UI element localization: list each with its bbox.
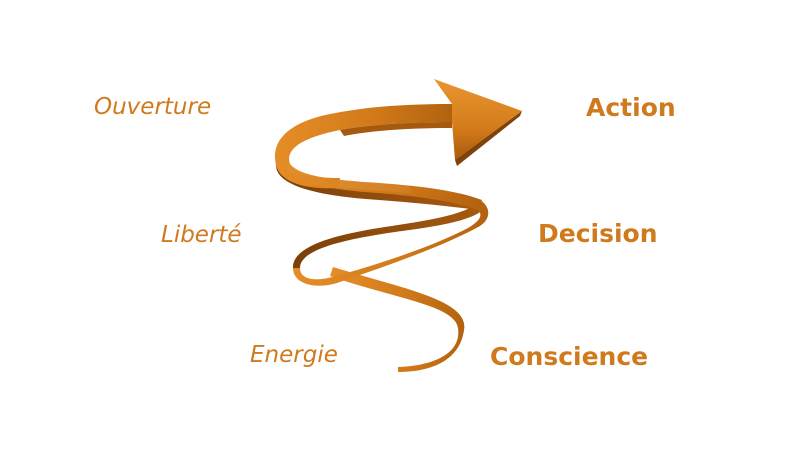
label-energie: Energie (250, 342, 338, 368)
spiral-band-bottom-front (330, 267, 465, 372)
label-decision: Decision (538, 219, 658, 248)
spiral-arrow-shaft-edge (340, 122, 452, 136)
label-ouverture: Ouverture (94, 94, 212, 120)
spiral-band-upper-front (274, 104, 452, 189)
spiral-band-mid-connector (284, 164, 482, 210)
spiral-arrow-head (434, 79, 522, 160)
label-action: Action (586, 93, 676, 122)
spiral-band-upper-back (276, 165, 480, 210)
label-liberte: Liberté (161, 222, 242, 248)
label-conscience: Conscience (490, 342, 649, 371)
spiral-arrow-head-underside (455, 111, 522, 166)
